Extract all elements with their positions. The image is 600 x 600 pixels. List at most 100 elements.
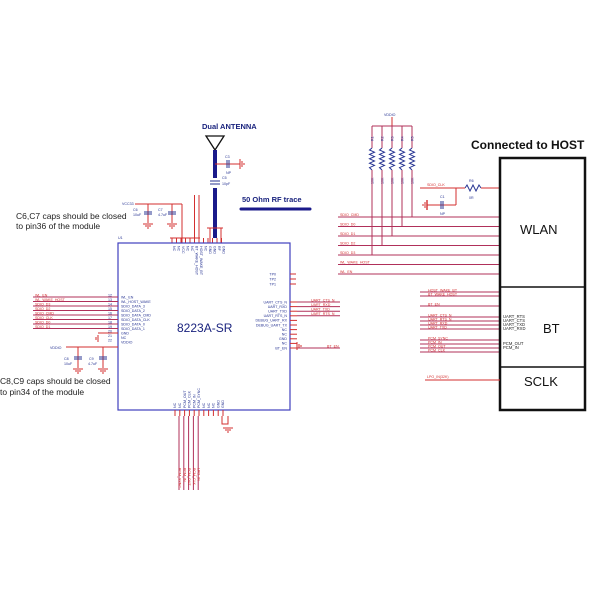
chip-pin-bottom: PCM_IN xyxy=(192,394,196,408)
ground-icon xyxy=(73,368,83,374)
resistor-icon xyxy=(398,147,406,171)
note-c6c7-line2: to pin36 of the module xyxy=(16,221,100,231)
host-bt-pin: UART_RXD xyxy=(503,326,526,331)
host-block-wlan: WLAN xyxy=(520,222,558,237)
resistor-icon xyxy=(388,147,396,171)
c3-value: NP xyxy=(226,171,232,175)
chip-pin-top: GND xyxy=(213,246,217,254)
host-block-sclk: SCLK xyxy=(524,374,558,389)
chip-pin-right: DEBUG_UART_RX xyxy=(256,319,288,323)
chip-pin-bottom: NC xyxy=(212,402,216,408)
net-label-left: WL_WAKE_HOST xyxy=(35,298,66,302)
net-label-bottom: LPO_IN xyxy=(197,468,201,481)
net-label-bt: PCM_SYNC xyxy=(428,336,448,340)
chip-pin-top: NC xyxy=(172,246,176,252)
antenna-icon xyxy=(204,135,226,152)
host-bt-pin: PCM_IN xyxy=(503,345,519,350)
net-label-left: SDIO_D0 xyxy=(35,320,50,324)
net-label-bottom: PCM_SYNC xyxy=(178,468,182,488)
chip-pin-right: UART_RXD xyxy=(268,305,288,309)
host-bt-pin: UART_TXD xyxy=(503,322,525,327)
pin-number: 18 xyxy=(108,321,112,325)
chip-pin-right-tp: TP2 xyxy=(269,277,276,281)
net-label-right: UART_RXD xyxy=(311,303,331,307)
c7-ref: C7 xyxy=(158,208,163,212)
resistor-icon xyxy=(368,147,376,171)
chip-pin-left: WL_HOST_WAKE xyxy=(121,300,151,304)
ground-icon xyxy=(143,223,153,229)
c6-value: 10uF xyxy=(133,213,142,217)
ground-icon xyxy=(167,223,177,229)
host-bt-pin: PCM_OUT xyxy=(503,341,524,346)
chip-pin-top: BT_WAKE_HOST xyxy=(195,246,199,276)
chip-pin-left: WL_EN xyxy=(121,295,134,299)
chip-pin-right-tp: TP0 xyxy=(269,272,276,276)
c8-value: 10uF xyxy=(64,362,73,366)
net-label-bottom: PCM_CLK xyxy=(192,468,196,486)
note-c6c7-line1: C6,C7 caps should be closed xyxy=(16,211,127,221)
chip-pin-bottom: GND xyxy=(216,400,220,408)
host-bt-pin: UART_RTS xyxy=(503,314,525,319)
chip-pin-right: NC xyxy=(282,333,288,337)
chip-pin-top: RF xyxy=(217,246,221,252)
chip-pin-right: DEBUG_UART_TX xyxy=(256,323,288,327)
net-label-bt: PCM_IN xyxy=(428,340,442,344)
net-label-bt: UART_RXD xyxy=(428,321,448,325)
pin-number: 19 xyxy=(108,325,112,329)
chip-pin-top: HOST_WAKE_BT xyxy=(199,246,203,276)
ground-icon xyxy=(95,335,99,342)
net-label-wlan: WL_EN xyxy=(340,270,353,274)
ground-icon xyxy=(223,427,233,433)
host-bt-pin: UART_CTS xyxy=(503,318,525,323)
vddio-left-label: VDDIO xyxy=(50,346,62,350)
pin-number: 21 xyxy=(108,334,112,338)
chip-pin-left: VDDIO xyxy=(121,340,133,344)
c7-value: 4.7uF xyxy=(158,213,168,217)
pin-number: 12 xyxy=(108,294,112,298)
pullup-ref: R3 xyxy=(391,136,395,141)
chip-pin-top: NC xyxy=(177,246,181,252)
chip-pin-bottom: NC xyxy=(173,402,177,408)
ground-icon xyxy=(422,200,428,210)
chip-pin-bottom: PCM_CLK xyxy=(188,390,192,408)
chip-pin-right: NC xyxy=(282,342,288,346)
c1-ref: C1 xyxy=(440,195,445,199)
net-label-right: UART_CTS_N xyxy=(311,298,335,302)
net-label-bottom: PCM_IN xyxy=(182,468,186,482)
chip-pin-bottom: PCM_SYNC xyxy=(197,388,201,408)
c1-value: NP xyxy=(440,212,446,216)
net-label-bt: HOST_WAKE_BT xyxy=(428,288,458,292)
net-label-left: SDIO_D3 xyxy=(35,302,50,306)
r6-ref: R6 xyxy=(469,179,474,183)
pin-number: 20 xyxy=(108,330,112,334)
chip-pin-bottom: NC xyxy=(202,402,206,408)
net-label-wlan: WL_WAKE_HOST xyxy=(340,261,371,265)
vcc-label: VCC33 xyxy=(122,202,134,206)
c5-ref: C5 xyxy=(222,176,227,180)
chip-ref: U1 xyxy=(118,236,123,240)
chip-pin-bottom: PCM_OUT xyxy=(183,390,187,408)
rf-trace-label: 50 Ohm RF trace xyxy=(242,195,302,204)
chip-pin-left: SDIO_DATA_CMD xyxy=(121,313,151,317)
resistor-icon xyxy=(408,147,416,171)
chip-pin-left: SDIO_DATA_3 xyxy=(121,304,145,308)
c9-ref: C9 xyxy=(89,357,94,361)
sclk-net: LPO_IN(32K) xyxy=(427,375,449,379)
r6-value: 0R xyxy=(469,196,474,200)
net-label-bt: PCM_CLK xyxy=(428,348,446,352)
sdio-clk-net: SDIO_CLK xyxy=(427,183,445,187)
ground-icon xyxy=(239,159,245,169)
net-label-wlan: SDIO_D0 xyxy=(340,223,355,227)
pullup-ref: R2 xyxy=(381,136,385,141)
chip-pin-bottom: GND xyxy=(221,400,225,408)
pullup-ref: R4 xyxy=(401,136,405,141)
vddio-pullup-label: VDDIO xyxy=(384,113,396,117)
chip-pin-left: SDIO_DATA_0 xyxy=(121,322,145,326)
chip-pin-right: UART_RTS_N xyxy=(264,314,288,318)
chip-pin-top: GND xyxy=(222,246,226,254)
net-label-left: WL_EN xyxy=(35,293,48,297)
ground-icon xyxy=(296,342,302,350)
note-c8c9-line2: to pin34 of the module xyxy=(0,387,84,397)
r6-resistor-icon xyxy=(464,183,482,193)
